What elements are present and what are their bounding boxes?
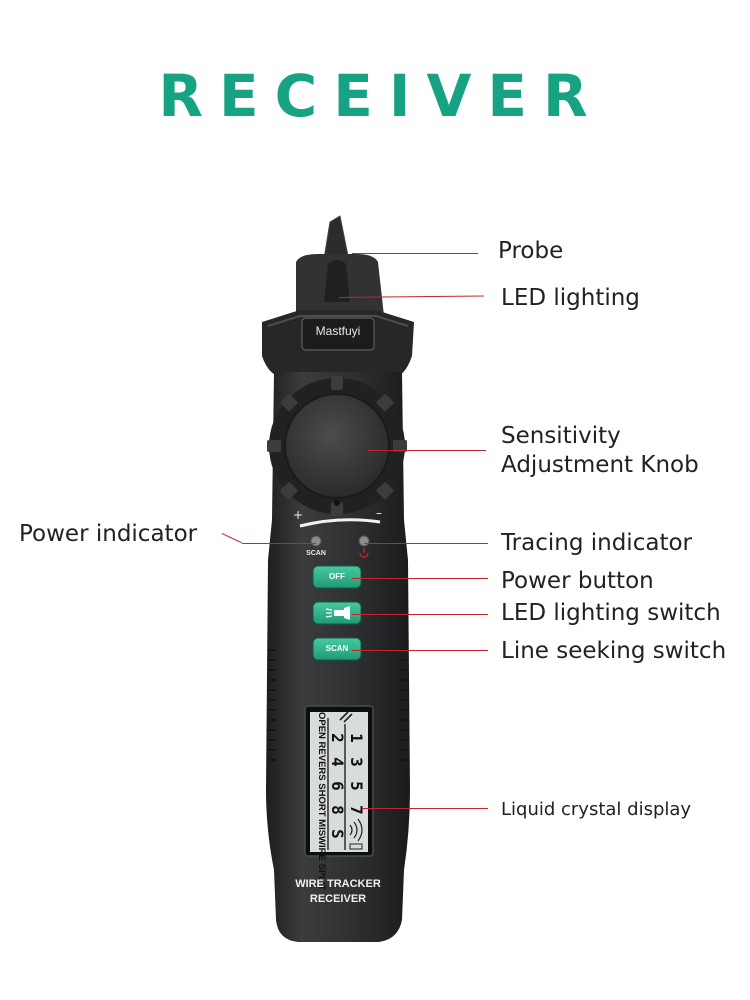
line-seeking-switch[interactable]: SCAN <box>325 644 349 653</box>
plug-icon <box>339 711 353 723</box>
lcd-digit: 8 <box>328 805 347 815</box>
power-button-shape <box>312 565 362 589</box>
signal-wave-icon <box>349 818 363 842</box>
leader-line-line-seeking <box>352 650 488 651</box>
side-grip <box>268 649 408 761</box>
sensitivity-knob <box>267 376 407 516</box>
lcd-display <box>304 705 374 857</box>
label-lcd: Liquid crystal display <box>501 799 692 820</box>
lcd-digit: 2 <box>328 733 347 743</box>
brand-logo: Mastfuyi <box>315 324 361 338</box>
lcd-digit: 4 <box>328 757 347 767</box>
label-line-seeking: Line seeking switch <box>501 638 727 664</box>
knob-scale-minus: – <box>376 506 382 520</box>
page-title: RECEIVER <box>158 62 604 130</box>
knob-scale-arc <box>299 518 381 528</box>
leader-line-sensitivity <box>368 450 486 451</box>
flashlight-icon <box>325 606 350 620</box>
label-power-button: Power button <box>501 568 654 594</box>
leader-line-lcd <box>362 808 488 809</box>
battery-icon <box>349 843 363 850</box>
power-button[interactable]: OFF <box>329 572 345 581</box>
device-label: WIRE TRACKER RECEIVER <box>286 877 390 907</box>
label-led-switch: LED lighting switch <box>501 600 721 626</box>
scan-button-shape <box>312 637 362 661</box>
label-led-lighting: LED lighting <box>501 285 640 311</box>
lcd-digit: S <box>328 829 347 839</box>
leader-line-tracing-indicator <box>364 543 488 544</box>
leader-line-power-button <box>352 578 488 579</box>
leader-line-probe <box>352 253 478 254</box>
leader-line-led-switch <box>352 614 488 615</box>
led-lighting-switch[interactable] <box>313 602 361 624</box>
label-sensitivity-line1: Sensitivity <box>501 423 621 449</box>
device-label-line1: WIRE TRACKER <box>295 878 381 890</box>
device-label-line2: RECEIVER <box>309 893 367 905</box>
leader-line-power-indicator-b <box>242 543 316 544</box>
label-sensitivity-line2: Adjustment Knob <box>501 452 699 478</box>
power-indicator-led <box>310 535 322 547</box>
knob-scale-plus: + <box>293 508 304 522</box>
label-tracing-indicator: Tracing indicator <box>501 530 692 556</box>
tracing-indicator-led <box>358 535 370 547</box>
brand-plate <box>301 317 375 351</box>
power-symbol-icon <box>359 552 369 558</box>
label-power-indicator: Power indicator <box>19 521 198 547</box>
lcd-digit: 6 <box>328 781 347 791</box>
lcd-digits-row2: 2 4 6 8 S <box>328 726 347 846</box>
scan-indicator-label: SCAN <box>306 550 326 557</box>
label-probe: Probe <box>498 238 564 264</box>
